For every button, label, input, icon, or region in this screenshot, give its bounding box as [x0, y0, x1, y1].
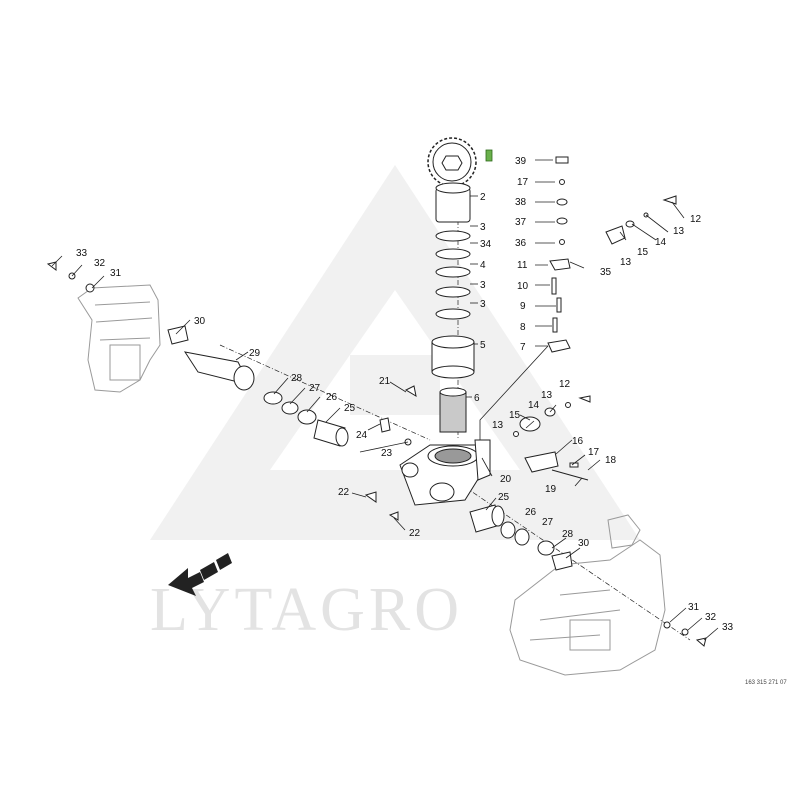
callout-26: 26 [525, 507, 537, 518]
callout-2: 2 [480, 192, 486, 203]
callout-25: 25 [344, 403, 356, 414]
callout-12: 12 [690, 214, 702, 225]
callout-28: 28 [562, 529, 574, 540]
callout-17: 17 [588, 447, 600, 458]
callout-5: 5 [480, 340, 486, 351]
gear-part-1 [427, 137, 477, 187]
left-shaft-axis [219, 344, 431, 441]
callout-33: 33 [722, 622, 734, 633]
callout-3: 3 [480, 280, 486, 291]
fasteners [364, 385, 417, 521]
callout-16: 16 [572, 436, 584, 447]
callout-32: 32 [94, 258, 106, 269]
callout-38: 38 [515, 197, 527, 208]
callout-11: 11 [517, 260, 528, 271]
callout-17: 17 [517, 177, 529, 188]
callout-29: 29 [249, 348, 261, 359]
callout-10: 10 [517, 281, 529, 292]
callout-24: 24 [356, 430, 368, 441]
callout-31: 31 [688, 602, 700, 613]
callout-13: 13 [541, 390, 553, 401]
callout-9: 9 [520, 301, 526, 312]
callout-labels: 2 3 34 4 3 3 5 6 39 17 38 37 36 11 10 9 … [76, 156, 734, 633]
callout-39: 39 [515, 156, 527, 167]
right-frame-sketch [509, 514, 666, 676]
callout-20: 20 [500, 474, 512, 485]
watermark-text: LYTAGRO [150, 576, 463, 644]
callout-27: 27 [542, 517, 554, 528]
callout-6: 6 [474, 393, 480, 404]
callout-33: 33 [76, 248, 88, 259]
leader-lines [51, 159, 719, 641]
callout-30: 30 [194, 316, 206, 327]
callout-26: 26 [326, 392, 338, 403]
drawing-code: 163 315 271 07 [745, 680, 787, 686]
callout-32: 32 [705, 612, 717, 623]
callout-23: 23 [381, 448, 393, 459]
main-housing [399, 439, 491, 506]
selected-part-marker [485, 149, 493, 162]
direction-arrow-icon [168, 553, 232, 596]
callout-36: 36 [515, 238, 527, 249]
callout-28: 28 [291, 373, 303, 384]
mid-right-pin-group [513, 395, 591, 481]
upper-right-pin-group [605, 195, 677, 245]
left-shaft-parts [46, 261, 349, 447]
callout-3: 3 [480, 299, 486, 310]
callout-21: 21 [379, 376, 391, 387]
left-frame-sketch [77, 284, 161, 393]
callout-18: 18 [605, 455, 617, 466]
callout-35: 35 [600, 267, 612, 278]
callout-19: 19 [545, 484, 557, 495]
callout-15: 15 [637, 247, 649, 258]
callout-14: 14 [528, 400, 540, 411]
callout-3: 3 [480, 222, 486, 233]
callout-25: 25 [498, 492, 510, 503]
right-shaft-parts [469, 504, 707, 647]
callout-13: 13 [492, 420, 504, 431]
callout-8: 8 [520, 322, 526, 333]
callout-14: 14 [655, 237, 667, 248]
callout-15: 15 [509, 410, 521, 421]
callout-27: 27 [309, 383, 321, 394]
callout-31: 31 [110, 268, 122, 279]
callout-13: 13 [620, 257, 632, 268]
callout-22: 22 [409, 528, 421, 539]
small-parts-column [547, 156, 571, 353]
callout-7: 7 [520, 342, 526, 353]
callout-13: 13 [673, 226, 685, 237]
callout-12: 12 [559, 379, 571, 390]
callout-22: 22 [338, 487, 350, 498]
callout-34: 34 [480, 239, 492, 250]
spindle-stack [431, 182, 475, 433]
callout-37: 37 [515, 217, 527, 228]
callout-30: 30 [578, 538, 590, 549]
callout-4: 4 [480, 260, 486, 271]
